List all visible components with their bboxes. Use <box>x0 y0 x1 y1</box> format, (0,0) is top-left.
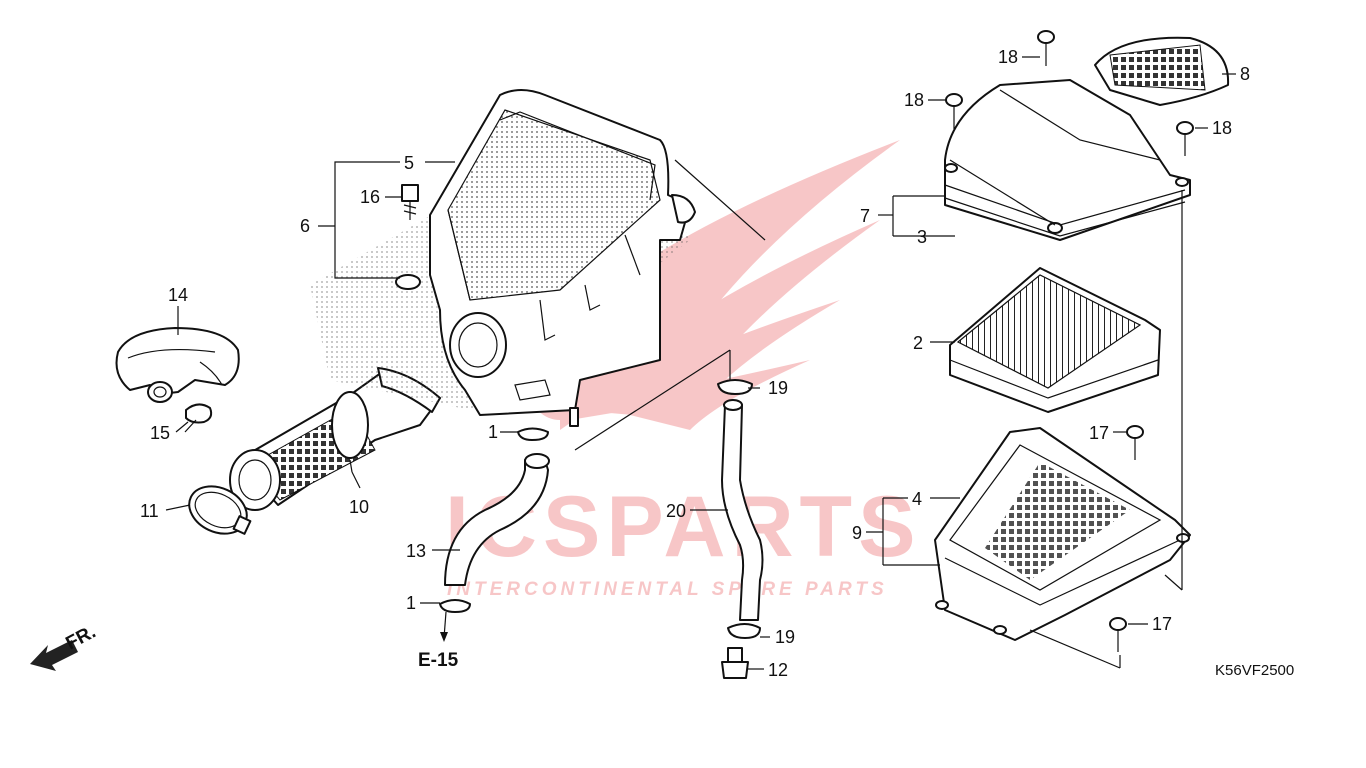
part-13-drain-tube <box>444 453 550 586</box>
part-15-clip <box>184 403 213 433</box>
part-1-clip-upper <box>517 427 549 441</box>
callout-9: 9 <box>852 523 862 543</box>
callout-15: 15 <box>150 423 170 443</box>
part-16-bolt <box>401 184 419 220</box>
callout-17-a: 17 <box>1089 423 1109 443</box>
callout-3: 3 <box>917 227 927 247</box>
callout-17-b: 17 <box>1152 614 1172 634</box>
part-14-duct <box>115 327 240 403</box>
callout-10: 10 <box>349 497 369 517</box>
diagram-code: K56VF2500 <box>1215 662 1294 679</box>
callout-18-b: 18 <box>904 90 924 110</box>
part-10-connecting-tube <box>229 367 441 511</box>
callout-8: 8 <box>1240 64 1250 84</box>
callout-16: 16 <box>360 187 380 207</box>
callout-14: 14 <box>168 285 188 305</box>
part-18-screw-a <box>1037 30 1055 66</box>
reference-e15: E-15 <box>418 650 459 671</box>
callout-19-upper: 19 <box>768 378 788 398</box>
callout-2: 2 <box>913 333 923 353</box>
part-12-plug <box>721 647 749 679</box>
part-17-screw-a <box>1126 425 1144 460</box>
part-11-band <box>188 485 252 535</box>
part-4-case-lower <box>934 427 1191 641</box>
part-19-clip-lower <box>727 623 761 639</box>
callout-19-lower: 19 <box>775 627 795 647</box>
front-arrow-icon <box>30 640 78 671</box>
part-3-cover <box>944 79 1191 241</box>
part-19-clip-upper <box>717 379 753 395</box>
callout-20: 20 <box>666 501 686 521</box>
callout-12: 12 <box>768 660 788 680</box>
leader-lines <box>165 56 1236 670</box>
part-17-screw-b <box>1109 617 1127 652</box>
callout-18-a: 18 <box>998 47 1018 67</box>
callout-11: 11 <box>140 501 159 521</box>
callout-4: 4 <box>912 489 922 509</box>
front-direction-indicator: FR. <box>30 622 99 671</box>
callout-18-c: 18 <box>1212 118 1232 138</box>
callout-1-upper: 1 <box>488 422 498 442</box>
callout-7: 7 <box>860 206 870 226</box>
part-5-air-cleaner-case <box>310 89 696 427</box>
part-20-drain-tube <box>721 399 764 621</box>
callout-5: 5 <box>404 153 414 173</box>
callout-1-lower: 1 <box>406 593 416 613</box>
part-2-element <box>949 267 1161 413</box>
part-18-screw-c <box>1176 121 1194 156</box>
callout-13: 13 <box>406 541 426 561</box>
callout-labels: 5 6 16 14 15 11 10 1 13 1 19 20 19 12 18… <box>140 47 1250 680</box>
callout-6: 6 <box>300 216 310 236</box>
part-8-inlet <box>1094 36 1230 106</box>
part-1-clip-lower <box>439 599 471 613</box>
watermark-tagline: INTERCONTINENTAL SPARE PARTS <box>447 579 888 600</box>
